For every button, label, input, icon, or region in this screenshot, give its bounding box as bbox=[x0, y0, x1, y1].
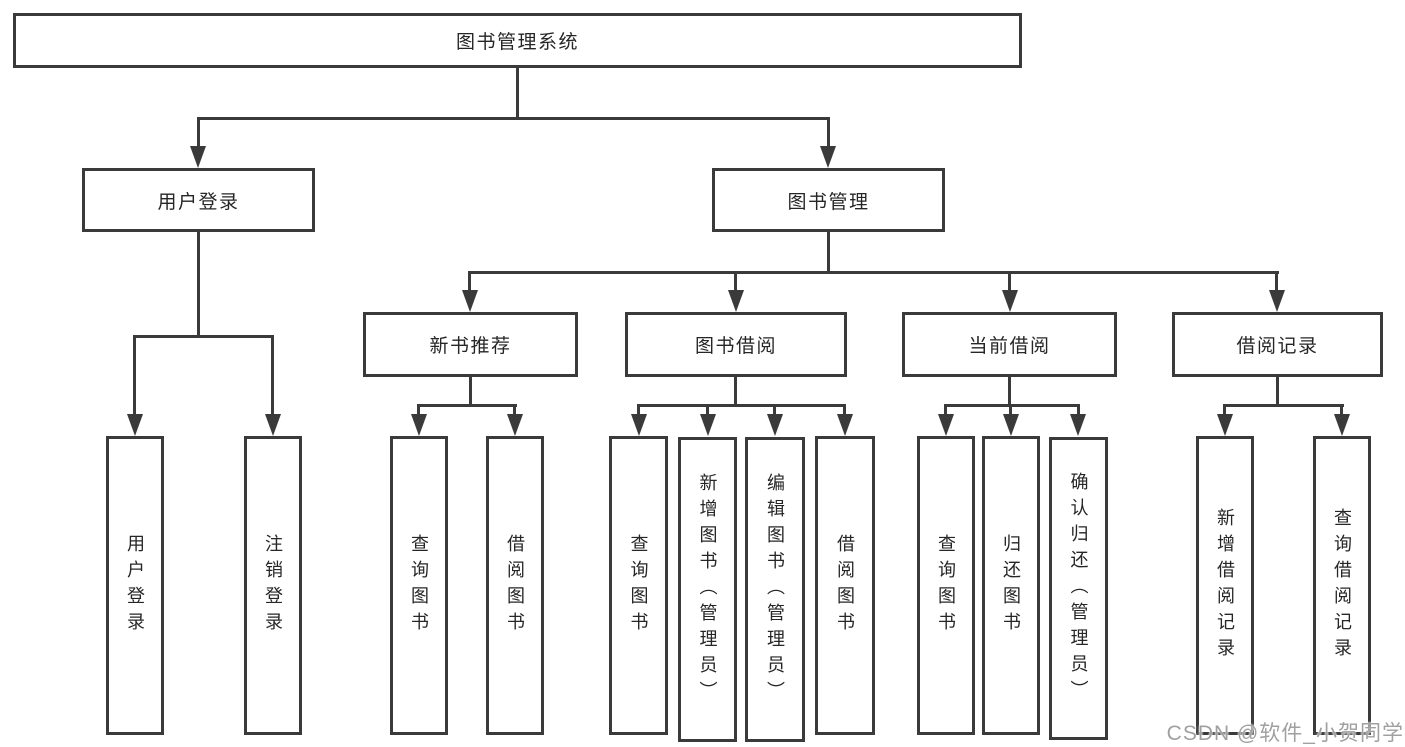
arrowhead-down-icon bbox=[1003, 414, 1019, 436]
node-borrowing-records: 借阅记录 bbox=[1172, 312, 1383, 377]
connector-to-leaf-borrow-books-borrow bbox=[843, 404, 846, 416]
leaf-borrow-books-borrow: 借阅图书 bbox=[815, 436, 875, 735]
leaf-query-books-newrec-label: 查询图书 bbox=[409, 533, 429, 638]
connector-user-login-bar bbox=[133, 335, 274, 338]
arrowhead-down-icon bbox=[1002, 290, 1018, 312]
leaf-confirm-return-admin-label: 确认归还（管理员） bbox=[1068, 471, 1089, 706]
leaf-add-borrow-record-label: 新增借阅记录 bbox=[1215, 507, 1235, 664]
arrowhead-down-icon bbox=[507, 414, 523, 436]
connector-records-stem bbox=[1276, 377, 1279, 407]
connector-root-to-user-login bbox=[197, 117, 200, 148]
connector-to-leaf-user-login bbox=[133, 335, 136, 416]
connector-to-current-borrowing bbox=[1008, 271, 1011, 292]
connector-root-to-book-management bbox=[827, 117, 830, 148]
connector-to-leaf-query-books-newrec bbox=[417, 404, 420, 416]
leaf-add-borrow-record: 新增借阅记录 bbox=[1196, 436, 1254, 735]
leaf-add-book-admin: 新增图书（管理员） bbox=[678, 437, 737, 742]
connector-to-leaf-confirm-return-admin bbox=[1077, 404, 1080, 416]
connector-current-bar bbox=[945, 404, 1080, 407]
arrowhead-down-icon bbox=[631, 414, 647, 436]
connector-book-management-stem bbox=[827, 232, 830, 274]
connector-to-borrowing-records bbox=[1275, 271, 1278, 292]
arrowhead-down-icon bbox=[820, 146, 836, 168]
node-root: 图书管理系统 bbox=[13, 13, 1022, 68]
node-borrowing-records-label: 借阅记录 bbox=[1236, 336, 1319, 357]
arrowhead-down-icon bbox=[837, 414, 853, 436]
arrowhead-down-icon bbox=[728, 290, 744, 312]
arrowhead-down-icon bbox=[700, 414, 716, 436]
connector-borrowing-stem bbox=[734, 377, 737, 407]
arrowhead-down-icon bbox=[462, 290, 478, 312]
leaf-edit-book-admin-label: 编辑图书（管理员） bbox=[765, 472, 785, 707]
connector-user-login-stem bbox=[197, 232, 200, 338]
connector-to-leaf-borrow-books-newrec bbox=[513, 404, 516, 416]
connector-to-leaf-return-book bbox=[1009, 404, 1012, 416]
leaf-user-login-label: 用户登录 bbox=[125, 533, 145, 638]
leaf-add-book-admin-label: 新增图书（管理员） bbox=[697, 472, 718, 707]
node-root-label: 图书管理系统 bbox=[455, 32, 579, 53]
node-book-management: 图书管理 bbox=[712, 168, 945, 232]
leaf-borrow-books-newrec: 借阅图书 bbox=[486, 436, 544, 735]
node-new-book-recommendation-label: 新书推荐 bbox=[429, 336, 512, 357]
leaf-query-borrow-record: 查询借阅记录 bbox=[1313, 436, 1371, 735]
leaf-confirm-return-admin: 确认归还（管理员） bbox=[1049, 437, 1108, 740]
csdn-watermark: CSDN @软件_小贺同学 bbox=[1166, 722, 1404, 745]
connector-to-leaf-add-book-admin bbox=[706, 404, 709, 416]
connector-newrec-bar bbox=[418, 404, 517, 407]
leaf-user-login: 用户登录 bbox=[106, 436, 164, 735]
arrowhead-down-icon bbox=[767, 414, 783, 436]
node-user-login-label: 用户登录 bbox=[157, 191, 240, 213]
connector-newrec-stem bbox=[469, 377, 472, 407]
leaf-return-book: 归还图书 bbox=[982, 436, 1040, 735]
leaf-query-books-borrow: 查询图书 bbox=[609, 436, 668, 735]
connector-to-leaf-add-borrow-record bbox=[1223, 404, 1226, 416]
node-current-borrowing: 当前借阅 bbox=[902, 312, 1117, 377]
connector-borrowing-bar bbox=[637, 404, 846, 407]
node-book-management-label: 图书管理 bbox=[787, 191, 870, 213]
connector-to-new-book-recommendation bbox=[468, 271, 471, 292]
connector-current-stem bbox=[1008, 377, 1011, 407]
leaf-logout: 注销登录 bbox=[244, 436, 302, 735]
connector-to-leaf-query-books-borrow bbox=[637, 404, 640, 416]
leaf-query-books-current-label: 查询图书 bbox=[936, 533, 956, 638]
node-current-borrowing-label: 当前借阅 bbox=[968, 336, 1051, 357]
connector-root-stem bbox=[516, 68, 519, 120]
connector-records-bar bbox=[1224, 404, 1344, 407]
connector-to-leaf-edit-book-admin bbox=[773, 404, 776, 416]
leaf-query-borrow-record-label: 查询借阅记录 bbox=[1332, 507, 1352, 664]
connector-to-book-borrowing bbox=[734, 271, 737, 292]
arrowhead-down-icon bbox=[938, 414, 954, 436]
node-user-login: 用户登录 bbox=[82, 168, 315, 232]
node-book-borrowing-label: 图书借阅 bbox=[694, 336, 777, 357]
arrowhead-down-icon bbox=[1269, 290, 1285, 312]
connector-to-leaf-query-books-current bbox=[944, 404, 947, 416]
connector-book-management-bar bbox=[469, 271, 1279, 274]
arrowhead-down-icon bbox=[190, 146, 206, 168]
leaf-return-book-label: 归还图书 bbox=[1001, 533, 1021, 638]
arrowhead-down-icon bbox=[127, 414, 143, 436]
leaf-logout-label: 注销登录 bbox=[263, 533, 283, 638]
arrowhead-down-icon bbox=[1334, 414, 1350, 436]
leaf-query-books-newrec: 查询图书 bbox=[390, 436, 448, 735]
leaf-query-books-current: 查询图书 bbox=[917, 436, 975, 735]
leaf-borrow-books-newrec-label: 借阅图书 bbox=[505, 533, 525, 638]
connector-to-leaf-query-borrow-record bbox=[1340, 404, 1343, 416]
node-book-borrowing: 图书借阅 bbox=[625, 312, 847, 377]
arrowhead-down-icon bbox=[411, 414, 427, 436]
arrowhead-down-icon bbox=[1070, 414, 1086, 436]
leaf-borrow-books-borrow-label: 借阅图书 bbox=[835, 533, 855, 638]
arrowhead-down-icon bbox=[265, 414, 281, 436]
leaf-edit-book-admin: 编辑图书（管理员） bbox=[745, 437, 805, 742]
connector-root-bar bbox=[197, 117, 830, 120]
arrowhead-down-icon bbox=[1217, 414, 1233, 436]
leaf-query-books-borrow-label: 查询图书 bbox=[628, 533, 649, 638]
connector-to-leaf-logout bbox=[271, 335, 274, 416]
node-new-book-recommendation: 新书推荐 bbox=[363, 312, 578, 377]
